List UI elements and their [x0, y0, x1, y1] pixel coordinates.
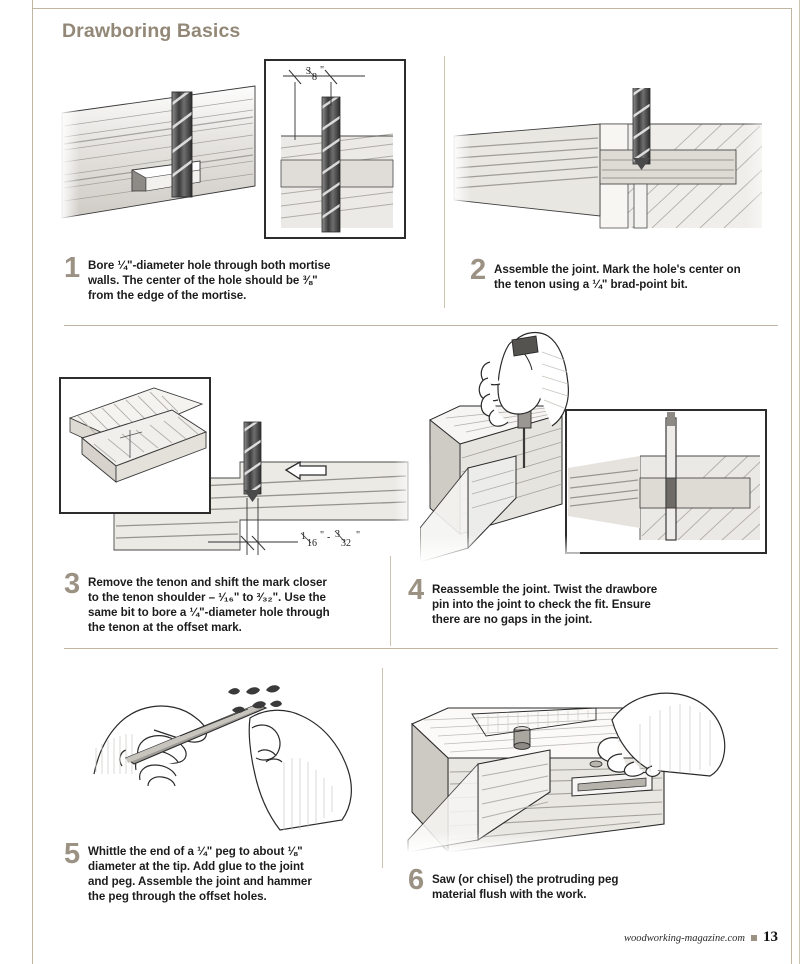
page-title: Drawboring Basics — [62, 20, 241, 42]
svg-text:3: 3 — [335, 529, 340, 540]
step-3-illustration: 1 16 " - 3 32 " — [58, 350, 418, 560]
step-6-number: 6 — [408, 864, 425, 896]
svg-text:32: 32 — [341, 538, 351, 549]
page-frame-left-rule — [32, 0, 33, 964]
svg-text:-: - — [327, 532, 330, 543]
divider-col-row3 — [382, 668, 383, 868]
square-bullet-icon — [751, 935, 757, 941]
step-6-illustration — [400, 672, 760, 852]
step-5-number: 5 — [64, 838, 81, 870]
step-2-number: 2 — [470, 254, 487, 286]
step-5-illustration — [80, 662, 370, 832]
step-5-text: Whittle the end of a ¼" peg to about ⅛" … — [88, 845, 312, 904]
step-1-text: Bore ¼"-diameter hole through both morti… — [88, 259, 331, 303]
svg-text:16: 16 — [307, 538, 317, 549]
page-frame-top-rule — [32, 8, 792, 9]
step-6-text: Saw (or chisel) the protruding peg mater… — [432, 873, 619, 902]
page-frame-right-rule — [791, 8, 792, 964]
svg-text:1: 1 — [301, 531, 306, 542]
step-3-text: Remove the tenon and shift the mark clos… — [88, 576, 330, 635]
svg-text:": " — [320, 65, 324, 76]
divider-col-row1 — [444, 56, 445, 308]
divider-col-row2 — [390, 556, 391, 646]
step-4-illustration — [420, 322, 790, 562]
step-4-text: Reassemble the joint. Twist the drawbore… — [432, 583, 658, 627]
step-4-number: 4 — [408, 574, 425, 606]
svg-text:": " — [356, 530, 360, 541]
step-2-text: Assemble the joint. Mark the hole's cent… — [494, 263, 741, 292]
svg-text:8: 8 — [312, 72, 317, 83]
footer-website: woodworking-magazine.com — [623, 933, 745, 944]
step-1-number: 1 — [64, 252, 81, 284]
step-1-illustration: 3 8 " — [60, 58, 440, 248]
step-2-illustration — [452, 88, 782, 238]
page-footer: woodworking-magazine.com 13 — [624, 929, 778, 946]
svg-text:": " — [320, 530, 324, 541]
page-number: 13 — [763, 929, 778, 945]
divider-row-2 — [64, 648, 778, 649]
divider-row-1 — [64, 325, 778, 326]
step-3-number: 3 — [64, 568, 81, 600]
shift-arrow-icon — [284, 460, 327, 481]
